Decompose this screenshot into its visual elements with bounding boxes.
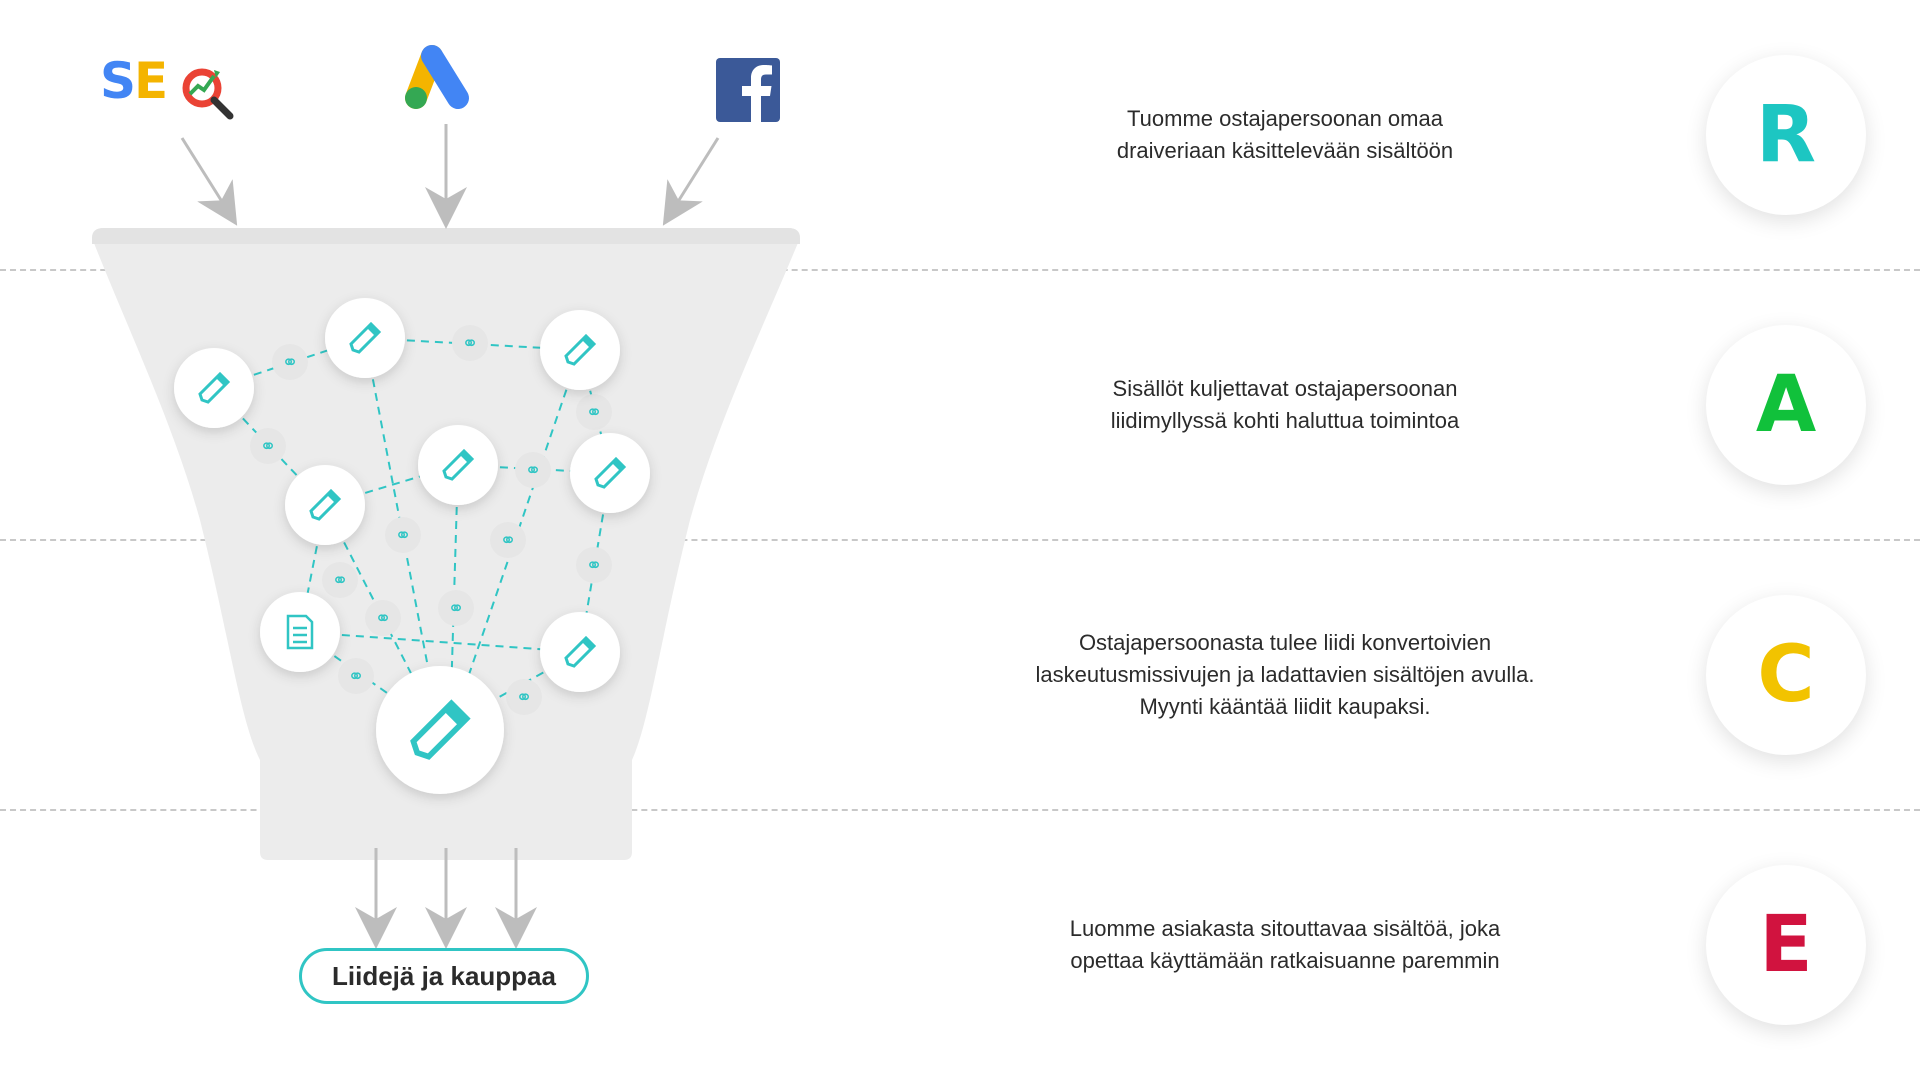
pencil-icon — [410, 699, 471, 760]
svg-text:⚭: ⚭ — [586, 400, 603, 424]
pencil-node — [174, 348, 254, 428]
funnel-rim — [92, 228, 800, 244]
stage-text-a: Sisällöt kuljettavat ostajapersoonan liid… — [985, 373, 1585, 437]
stage-text-line: opettaa käyttämään ratkaisuanne paremmin — [1070, 948, 1500, 973]
stage-text-c: Ostajapersoonasta tulee liidi konvertoiv… — [985, 627, 1585, 723]
seo-letter: S — [100, 52, 136, 110]
chain-link-icon: ⚭ — [272, 344, 308, 380]
arrow-facebook — [662, 137, 720, 226]
svg-text:⚭: ⚭ — [448, 596, 465, 620]
svg-text:⚭: ⚭ — [462, 331, 479, 355]
pencil-node — [285, 465, 365, 545]
pencil-node — [418, 425, 498, 505]
chain-link-icon: ⚭ — [338, 658, 374, 694]
svg-text:⚭: ⚭ — [332, 568, 349, 592]
chain-link-icon: ⚭ — [576, 394, 612, 430]
stage-text-line: Myynti kääntää liidit kaupaksi. — [1139, 694, 1431, 719]
pencil-node — [570, 433, 650, 513]
seo-label: SEO — [100, 52, 207, 110]
svg-text:⚭: ⚭ — [375, 606, 392, 630]
divider-line — [0, 539, 1920, 541]
pencil-icon — [198, 371, 231, 404]
seo-letter: E — [134, 52, 168, 110]
document-node — [260, 592, 340, 672]
stage-letter-r: R — [1706, 55, 1866, 215]
svg-text:⚭: ⚭ — [586, 553, 603, 577]
pencil-icon — [309, 488, 342, 521]
pencil-icon — [564, 333, 597, 366]
chain-link-icon: ⚭ — [452, 325, 488, 361]
chain-link-icon: ⚭ — [576, 547, 612, 583]
chain-link-icon: ⚭ — [250, 428, 286, 464]
google-ads-icon — [405, 45, 469, 109]
stage-letter-a: A — [1706, 325, 1866, 485]
svg-text:⚭: ⚭ — [260, 434, 277, 458]
svg-text:⚭: ⚭ — [395, 523, 412, 547]
svg-text:⚭: ⚭ — [500, 528, 517, 552]
pencil-node — [540, 612, 620, 692]
pencil-icon — [442, 448, 475, 481]
chain-link-icon: ⚭ — [385, 517, 421, 553]
divider-line — [0, 269, 1920, 271]
stage-letter-c: C — [1706, 595, 1866, 755]
document-icon — [286, 614, 314, 650]
svg-text:⚭: ⚭ — [525, 458, 542, 482]
pencil-node-main — [376, 666, 504, 794]
svg-text:⚭: ⚭ — [348, 664, 365, 688]
svg-text:⚭: ⚭ — [282, 350, 299, 374]
chain-link-icon: ⚭ — [506, 679, 542, 715]
chain-link-icon: ⚭ — [490, 522, 526, 558]
funnel-body — [92, 228, 800, 860]
stage-text-r: Tuomme ostajapersoonan omaa draiveriaan k… — [985, 103, 1585, 167]
pencil-icon — [349, 321, 382, 354]
pencil-node — [325, 298, 405, 378]
svg-text:⚭: ⚭ — [516, 685, 533, 709]
stage-text-line: liidimyllyssä kohti haluttua toimintoa — [1110, 408, 1460, 433]
chain-link-icon: ⚭ — [322, 562, 358, 598]
funnel-graphic: ⚭ ⚭ ⚭ ⚭ ⚭ ⚭ ⚭ ⚭ ⚭ ⚭ ⚭ ⚭ ⚭ — [92, 45, 800, 949]
chain-link-icon: ⚭ — [365, 600, 401, 636]
output-label: Liidejä ja kauppaa — [299, 948, 589, 1004]
stage-text-line: draiveriaan käsittelevään sisältöön — [1116, 138, 1454, 163]
chain-link-icon: ⚭ — [438, 590, 474, 626]
chain-link-icons: ⚭ ⚭ ⚭ ⚭ ⚭ ⚭ ⚭ ⚭ ⚭ ⚭ ⚭ ⚭ ⚭ — [250, 325, 612, 715]
divider-line — [0, 809, 1920, 811]
stage-text-line: Sisällöt kuljettavat ostajapersoonan — [1112, 376, 1458, 401]
stage-text-e: Luomme asiakasta sitouttavaa sisältöä, j… — [985, 913, 1585, 977]
pencil-icon — [564, 635, 597, 668]
stage-text-line: Luomme asiakasta sitouttavaa sisältöä, j… — [1069, 916, 1501, 941]
stage-text-line: Tuomme ostajapersoonan omaa — [1127, 106, 1443, 131]
pencil-icon — [594, 456, 627, 489]
pencil-icons — [198, 321, 627, 760]
content-nodes — [174, 298, 650, 794]
magnifier-icon — [182, 68, 234, 120]
chain-link-icon: ⚭ — [515, 452, 551, 488]
pencil-node — [540, 310, 620, 390]
stage-text-line: Ostajapersoonasta tulee liidi konvertoiv… — [1078, 630, 1492, 655]
seo-logo: SEO — [100, 52, 240, 122]
arrow-seo — [180, 137, 238, 226]
facebook-icon — [716, 58, 780, 122]
stage-text-line: laskeutusmissivujen ja ladattavien sisäl… — [1035, 662, 1535, 687]
stage-letter-e: E — [1706, 865, 1866, 1025]
